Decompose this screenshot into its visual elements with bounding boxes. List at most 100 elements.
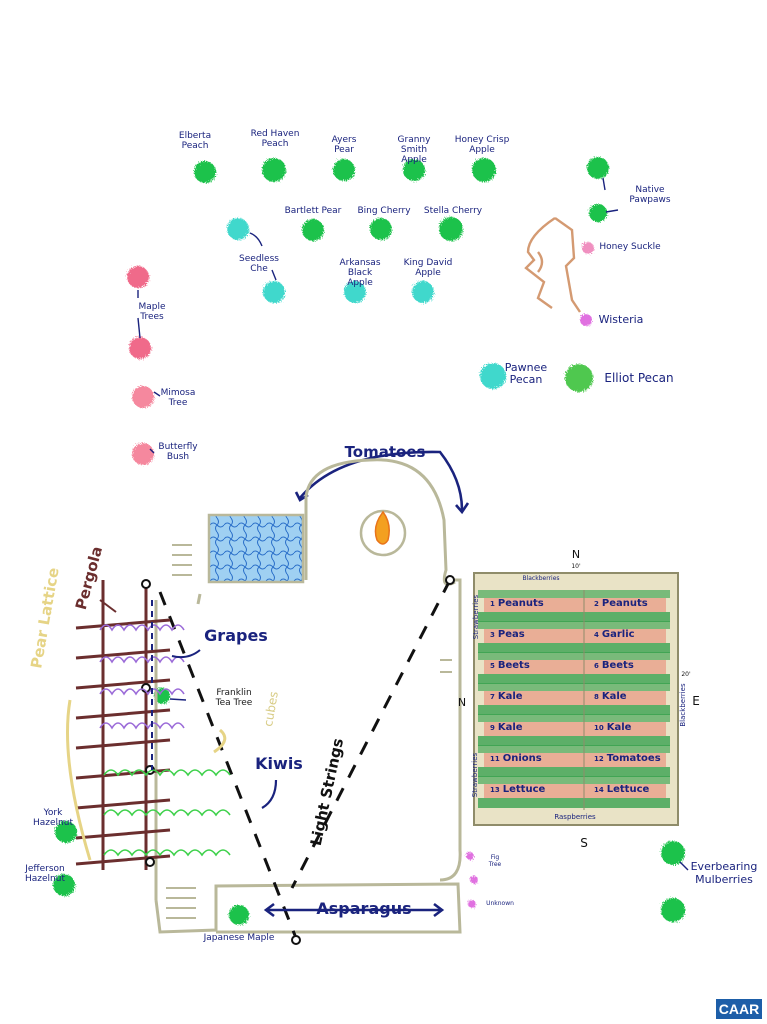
cubes-line — [213, 728, 227, 754]
light-post-top — [445, 575, 455, 585]
garden-path-top-2 — [478, 621, 670, 629]
shrub-unknown — [468, 900, 476, 908]
garden-row-number: 7 — [490, 693, 495, 701]
garden-row-number: 6 — [594, 662, 599, 670]
garden-row-7 — [484, 784, 666, 798]
asparagus-arrow — [263, 902, 445, 918]
tree-ayers-pear — [333, 159, 355, 181]
garden-row-number: 11 — [490, 755, 500, 763]
garden-row-crop: Tomatoes — [606, 753, 661, 764]
house-sketch — [524, 217, 581, 313]
label-wisteria: Wisteria — [598, 313, 644, 326]
garden-top-label: Blackberries — [522, 575, 560, 582]
fire-pit — [359, 509, 407, 557]
label-grapes: Grapes — [204, 626, 268, 645]
tree-bing-cherry — [370, 218, 392, 240]
tree-maple-2 — [129, 337, 151, 359]
garden-row-crop: Lettuce — [606, 784, 650, 795]
tree-japanese-maple — [229, 905, 249, 925]
label-jefferson-hazelnut: Jefferson Hazelnut — [25, 864, 65, 884]
garden-path-1 — [478, 612, 670, 622]
tree-maple-1 — [127, 266, 149, 288]
pond — [207, 513, 305, 584]
compass-east: E — [692, 694, 700, 708]
label-unknown-shrub: Unknown — [486, 900, 514, 907]
garden-row-crop: Garlic — [601, 629, 635, 640]
tree-arkansas-black-apple — [344, 281, 366, 303]
garden-path-top-6 — [478, 745, 670, 753]
garden-path-top-7 — [478, 776, 670, 784]
garden-row-number: 13 — [490, 786, 500, 794]
garden-row-crop: Kale — [606, 722, 632, 733]
garden-row-crop: Peanuts — [601, 598, 648, 609]
kiwis-arrow — [261, 779, 278, 809]
kiwi-vines — [103, 769, 231, 857]
garden-path-6 — [478, 767, 670, 777]
compass-east-dim: 20' — [681, 671, 691, 678]
garden-row-crop: Lettuce — [502, 784, 546, 795]
tree-red-haven-peach — [262, 158, 286, 182]
compass-west: N — [457, 696, 467, 709]
label-maple-trees: Maple Trees — [138, 302, 166, 322]
tree-elberta-peach — [194, 161, 216, 183]
garden-bottom-label: Raspberries — [554, 813, 596, 821]
garden-row-crop: Kale — [601, 691, 627, 702]
garden-right-label: Blackberries — [679, 683, 687, 727]
garden-row-3 — [484, 660, 666, 674]
shrub-fig-2 — [470, 876, 478, 884]
garden-path-7 — [478, 798, 670, 808]
label-elliot-pecan: Elliot Pecan — [604, 371, 674, 385]
grapes-arrow — [171, 649, 201, 659]
label-mimosa-tree: Mimosa Tree — [160, 388, 196, 408]
garden-left-label-2: Strawberries — [471, 752, 479, 798]
tree-pawnee-pecan — [480, 363, 506, 389]
label-kiwis: Kiwis — [255, 754, 303, 773]
label-bing-cherry: Bing Cherry — [357, 206, 411, 216]
label-asparagus: Asparagus — [316, 899, 412, 918]
tree-jefferson-hazelnut — [53, 874, 75, 896]
label-everbearing-mulberries: Everbearing Mulberries — [690, 860, 758, 886]
label-arkansas-black-apple: Arkansas Black Apple — [339, 258, 381, 288]
garden-row-crop: Kale — [497, 691, 523, 702]
light-post-bottom — [291, 935, 301, 945]
garden-path-top-4 — [478, 683, 670, 691]
garden-bed — [473, 572, 679, 826]
shrub-honeysuckle — [582, 242, 594, 254]
compass-north: N — [571, 548, 581, 561]
label-bartlett-pear: Bartlett Pear — [284, 206, 342, 216]
garden-path-5 — [478, 736, 670, 746]
fruit-tree-markers — [53, 157, 685, 925]
garden-row-5 — [484, 722, 666, 736]
label-king-david-apple: King David Apple — [403, 258, 453, 278]
tree-pawpaw-2 — [589, 204, 607, 222]
garden-path-top-1 — [478, 590, 670, 598]
garden-row-1 — [484, 598, 666, 612]
tree-cherry-2 — [263, 281, 285, 303]
label-honeysuckle: Honey Suckle — [599, 242, 661, 252]
label-pawnee-pecan: Pawnee Pecan — [504, 361, 548, 386]
garden-row-crop: Onions — [502, 753, 542, 764]
tree-honey-crisp-apple — [472, 158, 496, 182]
garden-row-crop: Beets — [601, 660, 634, 671]
garden-row-number: 1 — [490, 600, 495, 608]
label-honey-crisp-apple: Honey Crisp Apple — [454, 135, 510, 155]
label-seedless-cherry: Seedless Che — [239, 254, 279, 274]
tree-mimosa — [132, 386, 154, 408]
tree-mulberry-1 — [661, 841, 685, 865]
garden-row-4 — [484, 691, 666, 705]
tree-elliot-pecan — [565, 364, 593, 392]
garden-path-3 — [478, 674, 670, 684]
garden-row-crop: Peanuts — [497, 598, 544, 609]
garden-row-number: 12 — [594, 755, 604, 763]
tree-stella-cherry — [439, 217, 463, 241]
label-granny-smith-apple: Granny Smith Apple — [397, 135, 431, 165]
